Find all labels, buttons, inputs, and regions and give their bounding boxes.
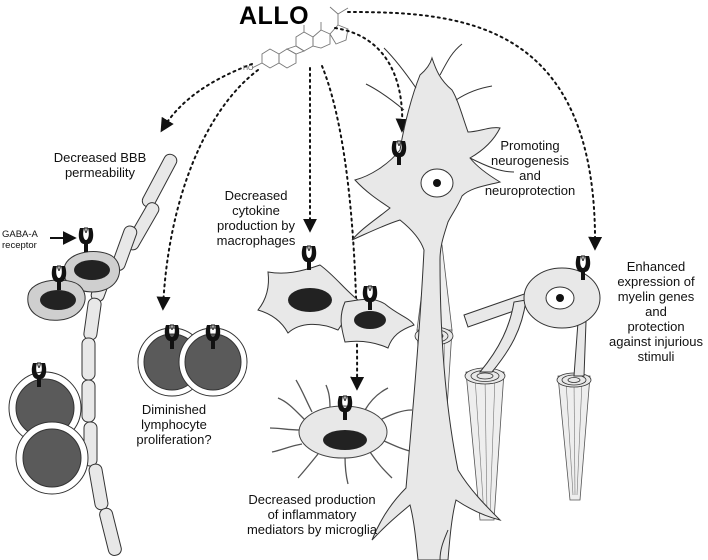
label-bbb-permeability: Decreased BBB permeability	[53, 150, 147, 180]
molecule-ho-label: HO	[243, 65, 254, 72]
receptor-icon	[78, 227, 94, 253]
blood-vessel	[81, 153, 178, 556]
oligodendrocyte	[463, 267, 601, 377]
arrow-to-microglia	[321, 65, 365, 391]
arrow-to-oligodendrocyte	[347, 11, 603, 251]
lymphocytes	[137, 327, 248, 397]
dotted-arrows	[156, 11, 603, 391]
label-neurogenesis: Promoting neurogenesis and neuroprotecti…	[484, 138, 576, 198]
label-microglia-mediators: Decreased production of inflammatory med…	[246, 492, 378, 537]
vessel-lymphocytes	[8, 371, 89, 495]
label-myelin-expression: Enhanced expression of myelin genes and …	[609, 259, 703, 364]
neuron	[351, 43, 515, 560]
macrophages	[257, 264, 415, 349]
arrow-to-lymphocytes	[156, 69, 259, 311]
receptor-icon	[301, 245, 317, 271]
arrow-to-bbb	[160, 63, 253, 133]
vessel-cells	[27, 251, 120, 321]
label-gaba-a-receptor: GABA-A receptor	[2, 229, 38, 251]
arrow-to-neuron	[334, 27, 410, 133]
allo-molecule	[251, 6, 349, 69]
microglia	[269, 379, 415, 485]
allo-title: ALLO	[239, 2, 310, 30]
label-cytokine-production: Decreased cytokine production by macroph…	[216, 188, 296, 248]
label-lymphocyte-proliferation: Diminished lymphocyte proliferation?	[136, 402, 212, 447]
